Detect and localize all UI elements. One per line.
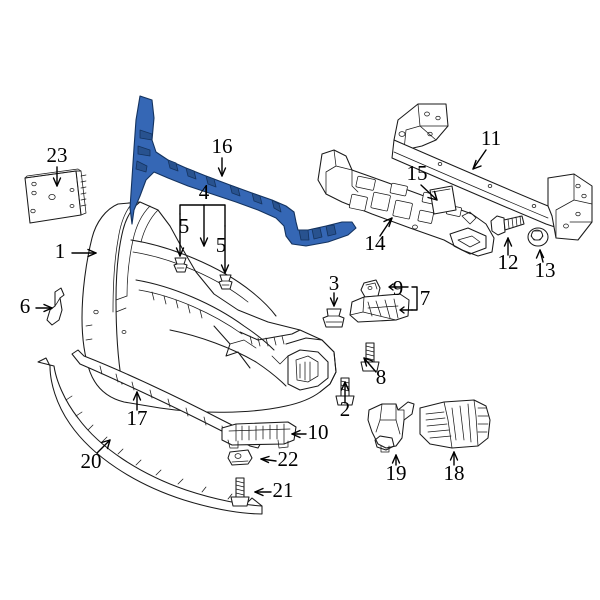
part-side-bracket-assembly[interactable] <box>349 283 418 323</box>
callout-number-1[interactable]: 1 <box>55 239 66 263</box>
callout-number-5[interactable]: 5 <box>179 214 190 238</box>
callout-number-17[interactable]: 17 <box>127 406 148 430</box>
part-impact-bar[interactable] <box>391 103 593 241</box>
leader-lines <box>35 149 545 497</box>
callout-number-10[interactable]: 10 <box>308 420 329 444</box>
part-retainer-clip-right[interactable] <box>218 274 233 290</box>
part-push-clip[interactable] <box>322 308 345 328</box>
part-fog-lamp-bezel[interactable] <box>419 399 491 449</box>
callout-number-2[interactable]: 2 <box>340 397 351 421</box>
part-license-plate-bracket[interactable] <box>24 168 87 224</box>
callout-number-9[interactable]: 9 <box>393 276 404 300</box>
callout-number-5[interactable]: 5 <box>216 233 227 257</box>
callout-number-18[interactable]: 18 <box>444 461 465 485</box>
callout-number-3[interactable]: 3 <box>329 271 340 295</box>
callout-number-6[interactable]: 6 <box>20 294 31 318</box>
part-fog-lamp-bracket[interactable] <box>367 401 415 453</box>
callout-number-16[interactable]: 16 <box>212 134 233 158</box>
callout-number-22[interactable]: 22 <box>278 447 299 471</box>
callout-number-8[interactable]: 8 <box>376 365 387 389</box>
callout-number-20[interactable]: 20 <box>81 449 102 473</box>
callout-number-11[interactable]: 11 <box>481 126 501 150</box>
part-clip-nut[interactable] <box>360 279 381 298</box>
bracket-group-4-5 <box>175 204 230 274</box>
part-tow-hook-cover[interactable] <box>429 185 457 215</box>
part-retainer-clip-left[interactable] <box>173 257 188 273</box>
callout-number-21[interactable]: 21 <box>273 478 294 502</box>
callout-number-13[interactable]: 13 <box>535 258 556 282</box>
part-upper-grille-molding-highlighted[interactable] <box>129 95 357 247</box>
part-flange-nut[interactable] <box>527 227 549 247</box>
part-flange-bolt[interactable] <box>490 215 525 236</box>
part-lower-trim-molding[interactable] <box>71 349 263 449</box>
part-grille-lower-retainer[interactable] <box>221 421 297 449</box>
part-energy-absorber[interactable] <box>317 149 495 257</box>
part-clip-nut-22[interactable] <box>227 449 253 466</box>
callout-number-19[interactable]: 19 <box>386 461 407 485</box>
callout-number-23[interactable]: 23 <box>47 143 68 167</box>
callout-number-4[interactable]: 4 <box>199 180 210 204</box>
callout-number-15[interactable]: 15 <box>407 161 428 185</box>
callout-number-12[interactable]: 12 <box>498 250 519 274</box>
part-spoiler-screw[interactable] <box>230 477 250 507</box>
callout-number-14[interactable]: 14 <box>365 231 387 255</box>
callout-number-7[interactable]: 7 <box>420 286 431 310</box>
